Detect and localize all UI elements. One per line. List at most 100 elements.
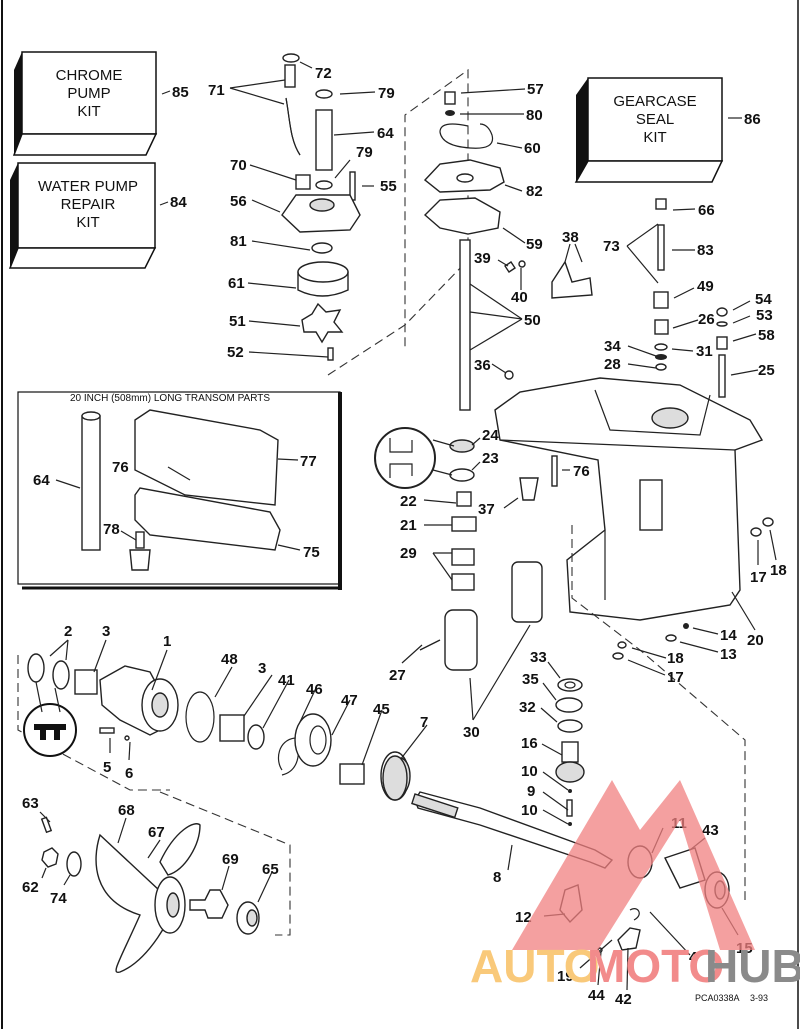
callout-71: 71 — [208, 82, 225, 99]
propeller-parts: 63 68 67 69 65 62 74 — [22, 791, 291, 974]
kit-label-line: KIT — [643, 129, 666, 146]
gearcase-housing — [494, 377, 764, 621]
callout-45: 45 — [373, 701, 390, 718]
callout-62: 62 — [22, 879, 39, 896]
callout-19: 19 — [557, 968, 574, 985]
callout-46: 46 — [306, 681, 323, 698]
callout-48: 48 — [221, 651, 238, 668]
callout-47: 47 — [341, 692, 358, 709]
callout-64: 64 — [33, 472, 50, 489]
callout-37: 37 — [478, 501, 495, 518]
callout-78: 78 — [103, 521, 120, 538]
callout-8: 8 — [493, 869, 501, 886]
callout-80: 80 — [526, 107, 543, 124]
callout-52: 52 — [227, 344, 244, 361]
callout-1: 1 — [163, 633, 171, 650]
callout-66: 66 — [698, 202, 715, 219]
kit-label-line: REPAIR — [61, 196, 116, 213]
callout-54: 54 — [755, 291, 772, 308]
callout-57: 57 — [527, 81, 544, 98]
callout-21: 21 — [400, 517, 417, 534]
callout-12: 12 — [515, 909, 532, 926]
callout-28: 28 — [604, 356, 621, 373]
seal-detail-callout — [374, 427, 436, 489]
pump-plate-parts: 57 80 60 82 59 39 40 38 50 36 — [423, 81, 593, 411]
callout-32: 32 — [519, 699, 536, 716]
callout-86: 86 — [744, 111, 761, 128]
callout-50: 50 — [524, 312, 541, 329]
callout-41: 41 — [278, 672, 295, 689]
callout-29: 29 — [400, 545, 417, 562]
callout-34: 34 — [604, 338, 621, 355]
callout-51: 51 — [229, 313, 246, 330]
callout-17: 17 — [667, 669, 684, 686]
assembly-guide-line — [327, 68, 469, 376]
callout-74: 74 — [50, 890, 67, 907]
callout-42: 42 — [615, 991, 632, 1008]
callout-85: 85 — [172, 84, 189, 101]
callout-20: 20 — [747, 632, 764, 649]
callout-2: 2 — [64, 623, 72, 640]
chrome-pump-kit-box: CHROME PUMP KIT 85 — [12, 51, 189, 156]
callout-79: 79 — [356, 144, 373, 161]
callout-49: 49 — [697, 278, 714, 295]
gearcase-seal-kit-box: GEARCASE SEAL KIT 86 — [574, 77, 761, 183]
callout-59: 59 — [526, 236, 543, 253]
callout-77: 77 — [300, 453, 317, 470]
shift-rod-parts: 66 73 83 49 26 54 53 58 34 31 28 25 — [603, 198, 775, 398]
watermark: AUTO MOTO HUB — [470, 780, 800, 992]
kit-label-line: KIT — [77, 103, 100, 120]
callout-53: 53 — [756, 307, 773, 324]
callout-30: 30 — [463, 724, 480, 741]
kit-label-line: WATER PUMP — [38, 178, 138, 195]
kit-label-line: PUMP — [67, 85, 110, 102]
callout-39: 39 — [474, 250, 491, 267]
callout-72: 72 — [315, 65, 332, 82]
kit-label-line: SEAL — [636, 111, 674, 128]
watermark-hub: HUB — [705, 940, 800, 992]
watermark-moto: MOTO — [587, 940, 724, 992]
callout-70: 70 — [230, 157, 247, 174]
callout-65: 65 — [262, 861, 279, 878]
callout-67: 67 — [148, 824, 165, 841]
callout-5: 5 — [103, 759, 111, 776]
driveshaft-bearing-parts: 24 23 76 22 37 21 29 — [374, 427, 590, 591]
callout-6: 6 — [125, 765, 133, 782]
callout-79: 79 — [378, 85, 395, 102]
watermark-logo-icon — [512, 780, 755, 950]
callout-4: 4 — [689, 949, 698, 966]
callout-58: 58 — [758, 327, 775, 344]
callout-10: 10 — [521, 802, 538, 819]
callout-76: 76 — [112, 459, 129, 476]
callout-64: 64 — [377, 125, 394, 142]
callout-22: 22 — [400, 493, 417, 510]
callout-68: 68 — [118, 802, 135, 819]
callout-40: 40 — [511, 289, 528, 306]
drawing-code: PCA0338A — [695, 993, 740, 1003]
callout-82: 82 — [526, 183, 543, 200]
callout-18: 18 — [667, 650, 684, 667]
callout-36: 36 — [474, 357, 491, 374]
callout-23: 23 — [482, 450, 499, 467]
callout-84: 84 — [170, 194, 187, 211]
callout-24: 24 — [482, 427, 499, 444]
callout-31: 31 — [696, 343, 713, 360]
watermark-auto: AUTO — [470, 940, 600, 992]
water-pump-repair-kit-box: WATER PUMP REPAIR KIT 84 — [8, 162, 187, 269]
callout-leaders — [229, 61, 376, 358]
callout-38: 38 — [562, 229, 579, 246]
propshaft-bearing-parts: 2 3 1 48 3 41 46 47 45 7 5 6 27 30 — [17, 561, 543, 801]
callout-7: 7 — [420, 714, 428, 731]
water-pump-parts: 72 71 79 64 79 70 55 56 81 61 51 52 — [208, 53, 397, 361]
pinion-gear-parts: 33 35 32 16 10 9 10 — [519, 649, 585, 826]
callout-9: 9 — [527, 783, 535, 800]
callout-76: 76 — [573, 463, 590, 480]
callout-81: 81 — [230, 233, 247, 250]
kit-label-line: KIT — [76, 214, 99, 231]
callout-16: 16 — [521, 735, 538, 752]
housing-fasteners: 17 18 20 14 13 18 17 — [612, 517, 787, 686]
callout-14: 14 — [720, 627, 737, 644]
callout-10: 10 — [521, 763, 538, 780]
callout-60: 60 — [524, 140, 541, 157]
